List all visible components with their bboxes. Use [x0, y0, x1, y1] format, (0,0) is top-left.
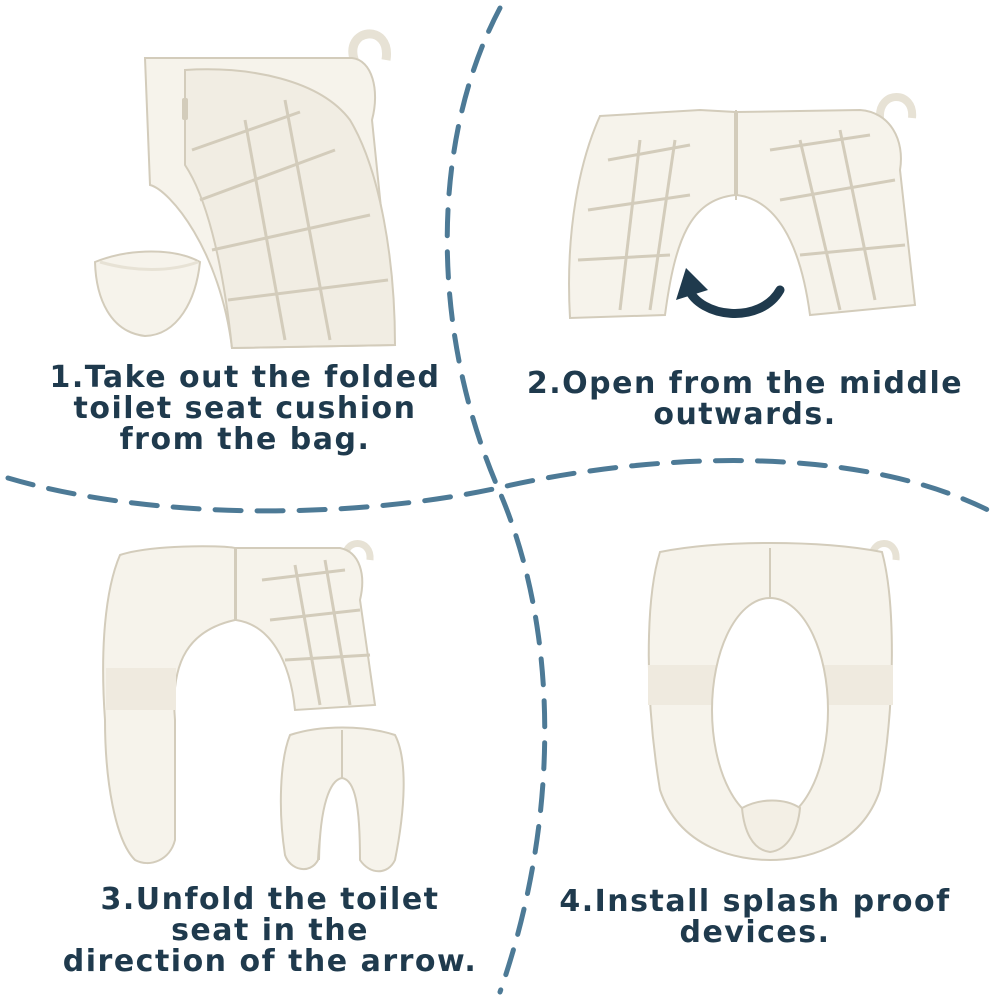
- curved-arrow-icon: [676, 268, 785, 318]
- step1-caption: 1.Take out the folded toilet seat cushio…: [30, 362, 460, 455]
- step4-line2: devices.: [679, 915, 831, 950]
- dashed-dividers: [5, 5, 995, 995]
- hang-loop: [876, 93, 917, 119]
- splash-guard: [740, 799, 802, 854]
- step3-caption: 3.Unfold the toilet seat in the directio…: [40, 884, 500, 977]
- step4-installed-seat: [647, 540, 900, 862]
- step3-unfolding-seat: [102, 540, 405, 873]
- splash-guard: [93, 250, 202, 338]
- step2-opening-seat: [568, 93, 917, 320]
- step4-caption: 4.Install splash proof devices.: [545, 886, 965, 948]
- step2-line2: outwards.: [653, 397, 837, 432]
- step3-line2: seat in the: [171, 913, 369, 948]
- step4-line1: 4.Install splash proof: [559, 884, 951, 919]
- step2-line1: 2.Open from the middle: [526, 366, 964, 401]
- vertical-divider: [444, 5, 548, 995]
- step2-caption: 2.Open from the middle outwards.: [520, 368, 970, 430]
- hang-loop: [348, 29, 391, 64]
- horizontal-divider: [5, 458, 995, 515]
- step1-line3: from the bag.: [119, 422, 371, 457]
- step3-line1: 3.Unfold the toilet: [100, 882, 440, 917]
- step1-line2: toilet seat cushion: [73, 391, 417, 426]
- step3-line3: direction of the arrow.: [62, 944, 478, 979]
- step1-line1: 1.Take out the folded: [49, 360, 441, 395]
- step1-folded-seat: [93, 29, 397, 350]
